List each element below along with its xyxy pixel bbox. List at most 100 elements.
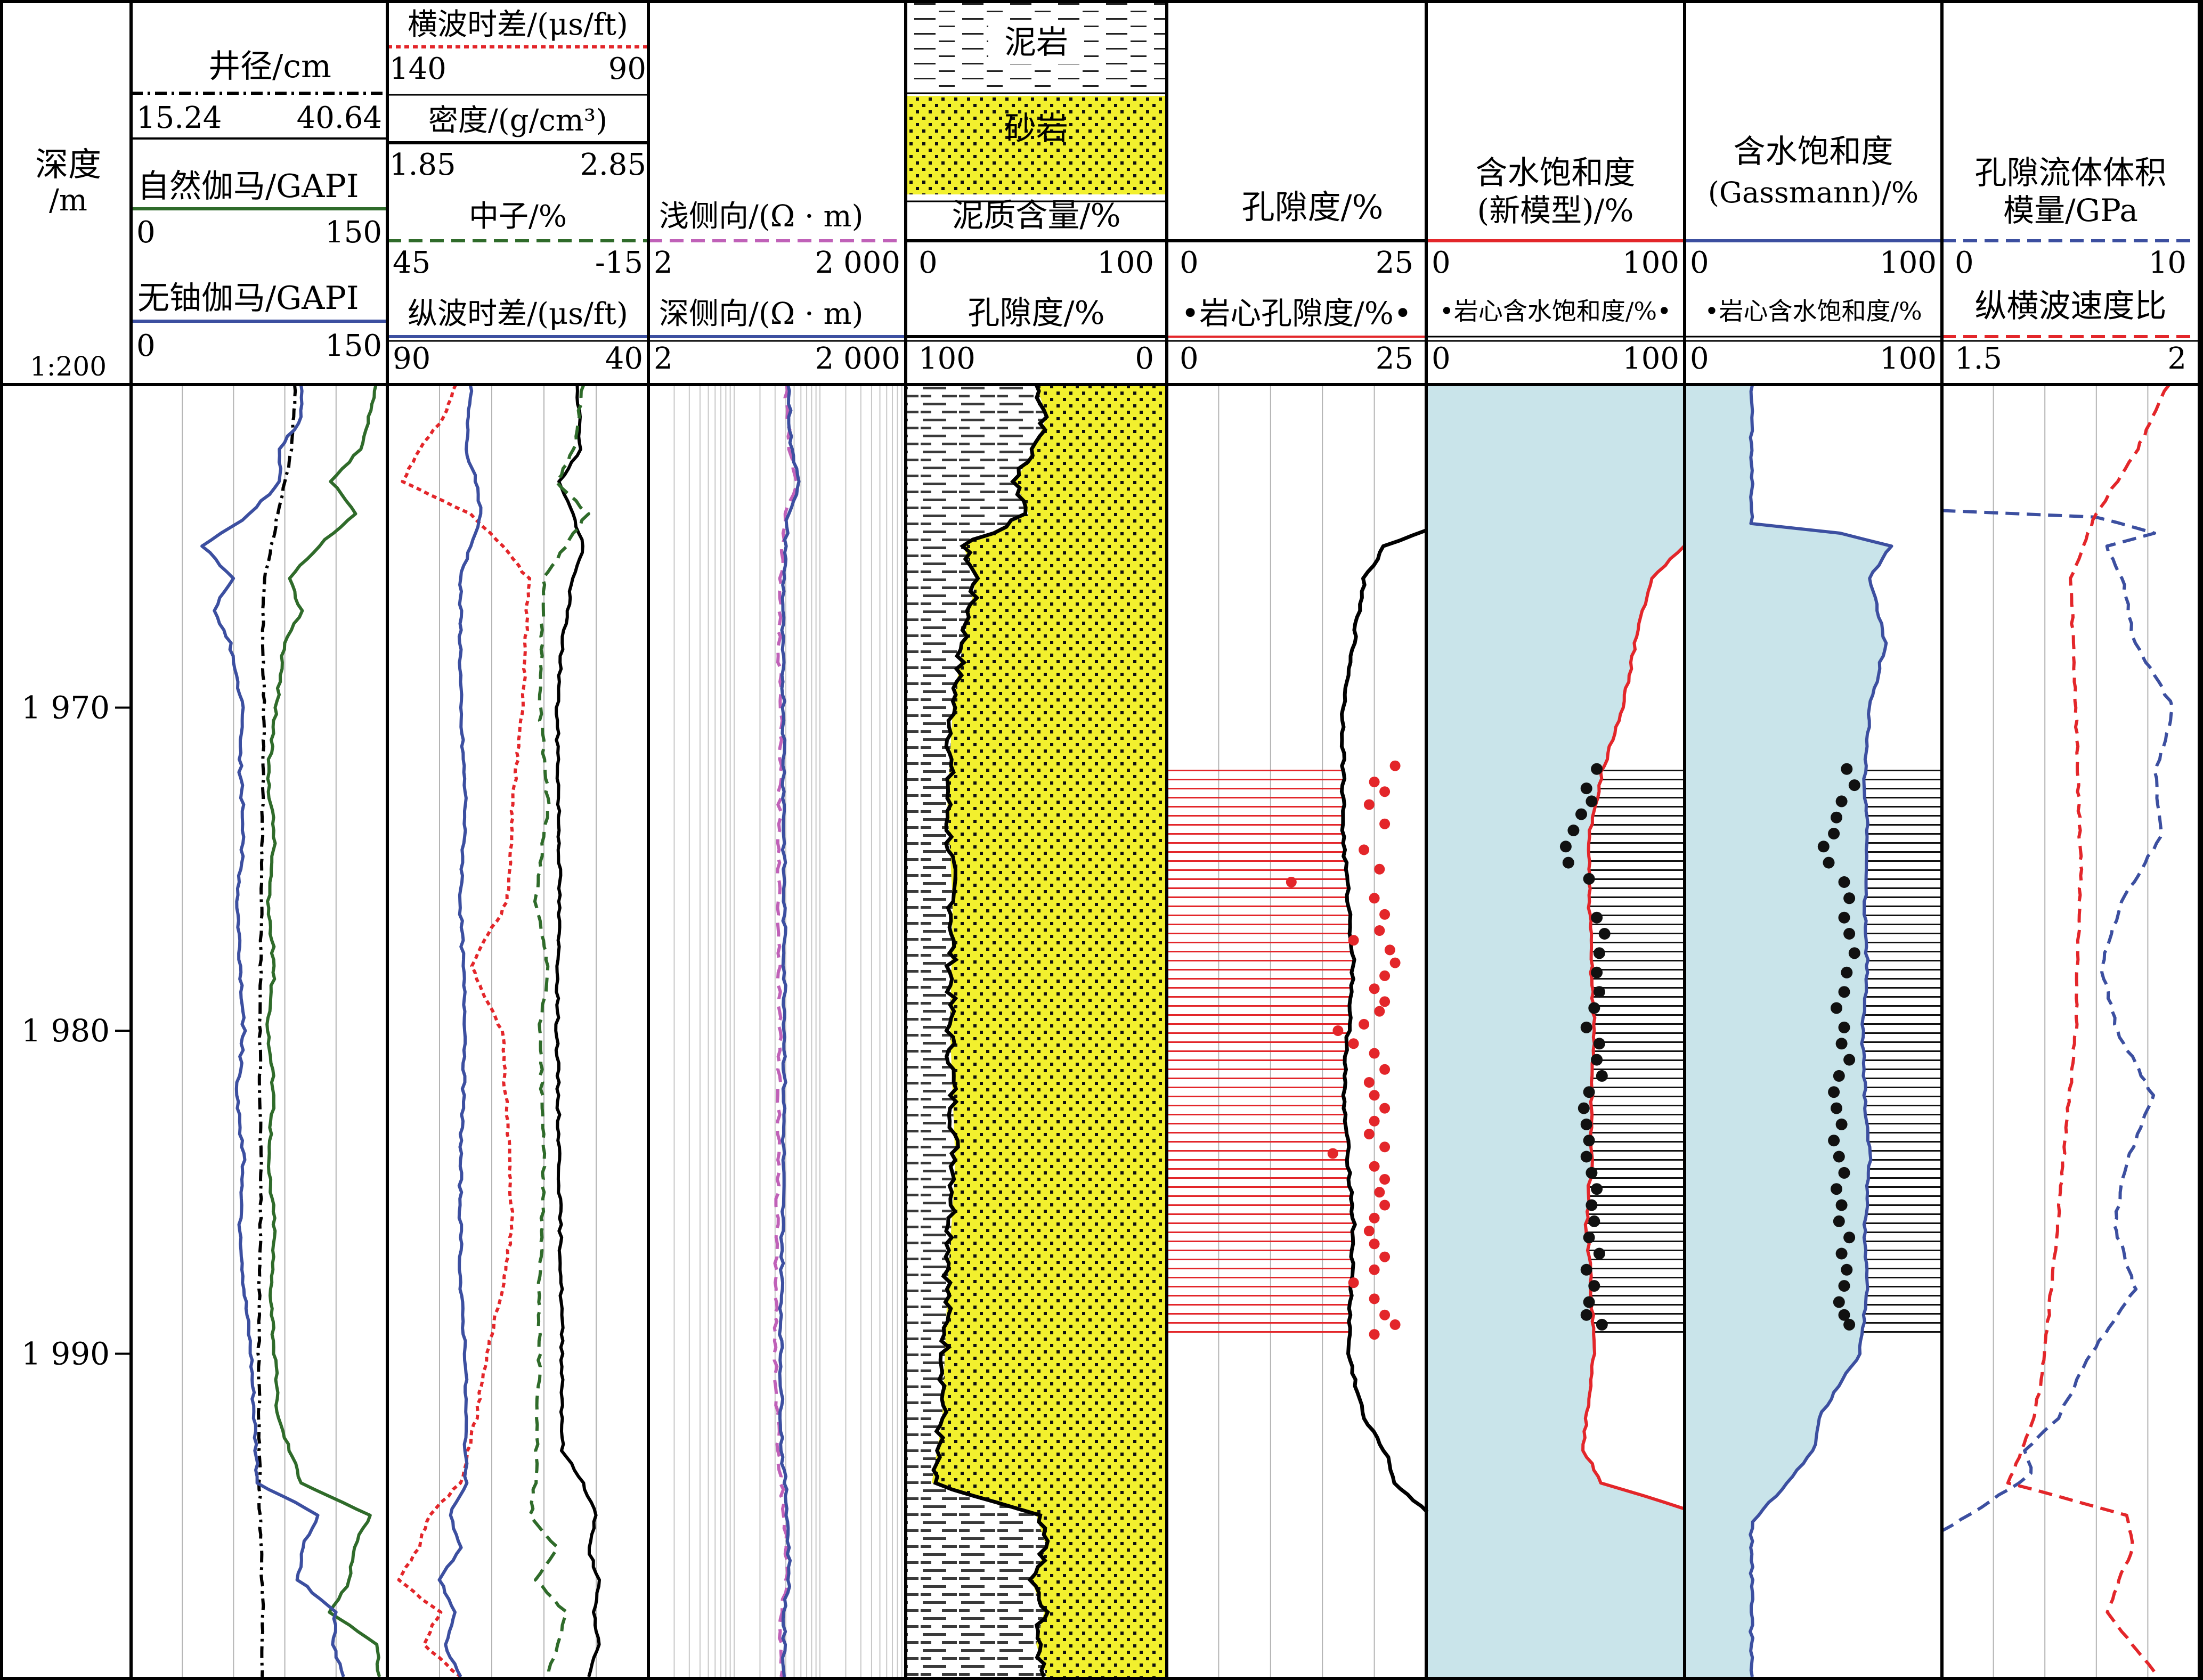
core-sw-gassmann-point	[1833, 1215, 1845, 1227]
header-title-lld: 深侧向/(Ω · m)	[659, 297, 864, 331]
depth-axis-unit: /m	[49, 183, 87, 218]
legend-sandstone-label: 砂岩	[1004, 110, 1068, 148]
core-sw-new-point	[1593, 986, 1605, 998]
core-sw-new-point	[1593, 947, 1605, 959]
core-porosity-point	[1384, 944, 1395, 956]
scale-right-1: 40.64	[297, 101, 382, 135]
core-sw-new-point	[1593, 1038, 1605, 1050]
curve-浅侧向	[773, 384, 798, 1677]
core-porosity-point	[1369, 1293, 1380, 1304]
header-title-sw-new-2: (新模型)/%	[1477, 192, 1634, 229]
core-sw-new-point	[1591, 911, 1603, 924]
header-title-dts: 横波时差/(μs/ft)	[408, 7, 628, 42]
scale-left-4: 100	[918, 341, 976, 376]
core-sw-new-point	[1596, 1318, 1608, 1331]
legend-mudstone-label: 泥岩	[1004, 24, 1068, 61]
core-porosity-point	[1379, 1103, 1391, 1114]
hydrocarbon-zone-gassmann	[1751, 385, 1942, 1677]
header-title-kf: 孔隙流体体积	[1975, 154, 2167, 192]
core-sw-gassmann-point	[1843, 1054, 1856, 1066]
core-sw-new-point	[1586, 1167, 1598, 1179]
scale-right-6: 100	[1622, 246, 1679, 280]
core-sw-gassmann-point	[1831, 1183, 1842, 1195]
core-sw-new-point	[1591, 966, 1603, 978]
core-sw-gassmann-hatch	[1861, 762, 1942, 1338]
core-porosity-point	[1379, 970, 1391, 981]
core-porosity-point	[1359, 844, 1370, 855]
core-sw-gassmann-point	[1817, 841, 1830, 853]
scale-left-1: 0	[136, 215, 156, 250]
core-porosity-point	[1369, 1090, 1380, 1101]
core-sw-gassmann-point	[1838, 1309, 1850, 1321]
legend-sandstone-swatch	[906, 96, 1167, 194]
curve-纵横波速度比	[2006, 384, 2171, 1678]
curve-密度	[554, 384, 601, 1677]
depth-scale-label: 1:200	[30, 351, 107, 382]
scale-left-7: 0	[1690, 246, 1709, 280]
core-sw-new-point	[1591, 1054, 1603, 1066]
core-porosity-point	[1389, 760, 1401, 771]
scale-left-5: 0	[1180, 246, 1199, 280]
scale-left-1: 0	[136, 329, 156, 363]
core-sw-gassmann-point	[1838, 911, 1850, 924]
core-porosity-point	[1363, 1226, 1375, 1236]
core-sw-new-hatch	[1586, 762, 1685, 1338]
core-sw-gassmann-point	[1841, 1263, 1853, 1276]
curve-无铀伽马	[200, 384, 345, 1677]
curve-纵波时差	[437, 384, 483, 1678]
core-sw-gassmann-point	[1843, 892, 1856, 904]
scale-left-5: 0	[1180, 341, 1199, 376]
scale-right-1: 150	[325, 329, 382, 363]
core-porosity-point	[1379, 1251, 1391, 1262]
core-porosity-point	[1369, 1161, 1380, 1172]
scale-left-1: 15.24	[136, 101, 222, 135]
core-porosity-point	[1379, 909, 1391, 920]
core-sw-gassmann-point	[1838, 1280, 1850, 1292]
header-title-sw-gassmann-2: (Gassmann)/%	[1708, 176, 1919, 209]
sandstone-fill	[932, 385, 1167, 1677]
scale-right-4: 100	[1097, 246, 1154, 280]
scale-left-6: 0	[1432, 341, 1451, 376]
header-title-cnl: 中子/%	[469, 199, 567, 234]
core-sw-new-point	[1567, 825, 1580, 836]
header-title-vsh: 泥质含量/%	[952, 197, 1120, 234]
core-sw-new-point	[1598, 928, 1611, 940]
header-title-gr: 自然伽马/GAPI	[137, 168, 359, 205]
depth-tick-label: 1 970	[21, 690, 110, 726]
core-sw-new-point	[1580, 1263, 1592, 1276]
curve-自然伽马	[265, 384, 381, 1677]
core-porosity-point	[1379, 1309, 1391, 1320]
core-sw-new-point	[1583, 1232, 1595, 1244]
scale-left-3: 2	[654, 246, 673, 280]
core-porosity-hatch	[1167, 762, 1354, 1338]
scale-left-2: 45	[393, 246, 430, 280]
core-sw-new-point	[1578, 1102, 1590, 1114]
core-porosity-point	[1348, 1038, 1359, 1049]
core-porosity-point	[1374, 1006, 1385, 1017]
core-sw-gassmann-point	[1835, 795, 1848, 808]
scale-right-5: 25	[1376, 341, 1413, 376]
core-sw-new-point	[1580, 782, 1592, 795]
depth-tick-label: 1 980	[21, 1013, 110, 1049]
header-title-dtc: 纵波时差/(μs/ft)	[408, 297, 628, 331]
header-title-core-sw-new: •岩心含水饱和度/%•	[1440, 297, 1671, 325]
core-sw-new-point	[1588, 1215, 1600, 1227]
core-porosity-point	[1374, 1187, 1385, 1198]
header-title-vpvs: 纵横波速度比	[1975, 288, 2167, 325]
core-porosity-point	[1369, 1264, 1380, 1275]
core-sw-new-point	[1593, 1247, 1605, 1260]
header-title-por-lith: 孔隙度/%	[968, 295, 1104, 332]
core-sw-gassmann-point	[1823, 857, 1835, 869]
header-title-sw-new: 含水饱和度	[1476, 154, 1636, 192]
scale-left-2: 140	[389, 52, 446, 86]
core-sw-new-point	[1580, 1309, 1592, 1321]
scale-left-8: 1.5	[1955, 341, 2002, 376]
scale-right-6: 100	[1622, 341, 1679, 376]
curve-孔隙流体体积模量	[1940, 509, 2174, 1533]
core-sw-gassmann-point	[1833, 1151, 1845, 1163]
scale-right-2: 2.85	[580, 148, 646, 182]
curve-含水饱和度(新模型)	[1581, 545, 1686, 1511]
core-sw-gassmann-point	[1831, 811, 1842, 823]
scale-right-7: 100	[1880, 246, 1937, 280]
